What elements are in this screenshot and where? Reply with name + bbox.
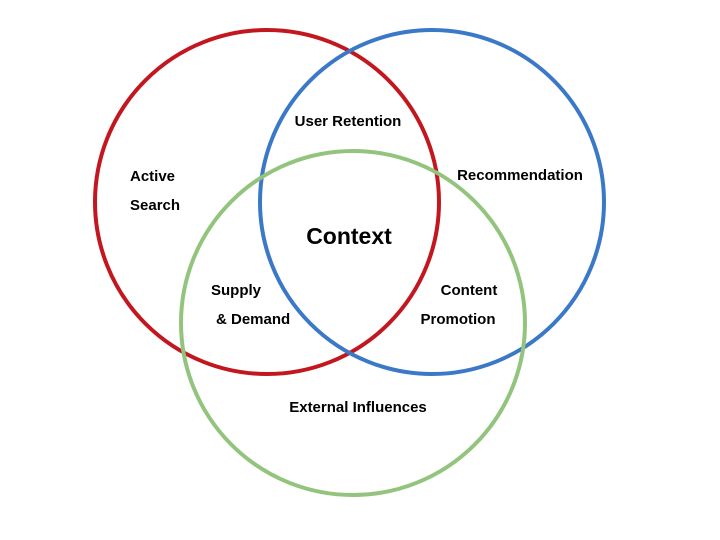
label-promotion: Promotion	[421, 311, 496, 328]
label-search: Search	[130, 197, 180, 214]
label-external-influences: External Influences	[289, 399, 427, 416]
green-circle	[179, 149, 527, 497]
red-circle	[93, 28, 441, 376]
label-recommendation: Recommendation	[457, 167, 583, 184]
label-content: Content	[441, 282, 498, 299]
label-and-demand: & Demand	[216, 311, 290, 328]
label-active: Active	[130, 168, 175, 185]
blue-circle	[258, 28, 606, 376]
label-user-retention: User Retention	[295, 113, 402, 130]
label-supply: Supply	[211, 282, 262, 299]
label-context: Context	[306, 223, 392, 249]
